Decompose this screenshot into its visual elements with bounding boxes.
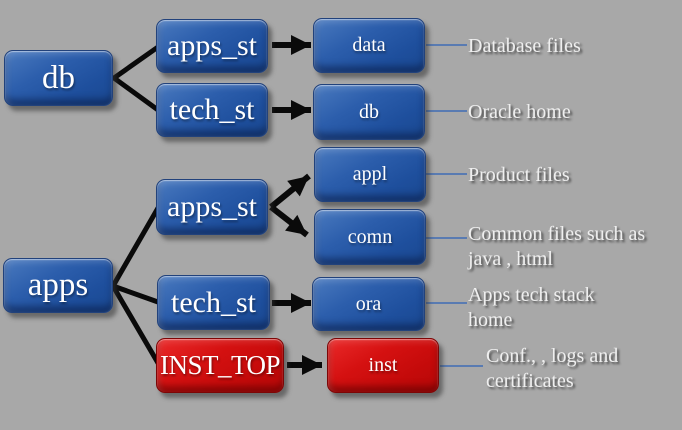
node-appl: appl	[314, 147, 426, 202]
node-ora: ora	[312, 277, 425, 331]
label-connector-lines	[426, 44, 483, 367]
annotation-product-files: Product files	[468, 164, 570, 186]
node-inst: inst	[327, 338, 439, 393]
node-comn: comn	[314, 209, 426, 265]
node-db-tech-st: tech_st	[156, 83, 268, 137]
annotation-database-files: Database files	[468, 35, 581, 57]
node-db-apps-st: apps_st	[156, 19, 268, 73]
node-db-oracle-home: db	[313, 84, 425, 140]
node-apps-apps-st: apps_st	[156, 179, 268, 235]
node-db-root: db	[4, 50, 113, 106]
node-apps-root: apps	[3, 258, 113, 313]
annotation-apps-tech-stack: Apps tech stack home	[468, 284, 595, 331]
apps-fan-lines	[110, 205, 161, 366]
black-arrows	[269, 35, 322, 375]
annotation-conf-logs: Conf., , logs and certificates	[486, 345, 619, 392]
node-inst-top: INST_TOP	[156, 338, 284, 393]
annotation-oracle-home: Oracle home	[468, 101, 571, 123]
node-data: data	[313, 18, 425, 73]
node-apps-tech-st: tech_st	[157, 275, 270, 330]
db-fan-lines	[111, 44, 161, 113]
annotation-common-files: Common files such as java , html	[468, 223, 646, 270]
